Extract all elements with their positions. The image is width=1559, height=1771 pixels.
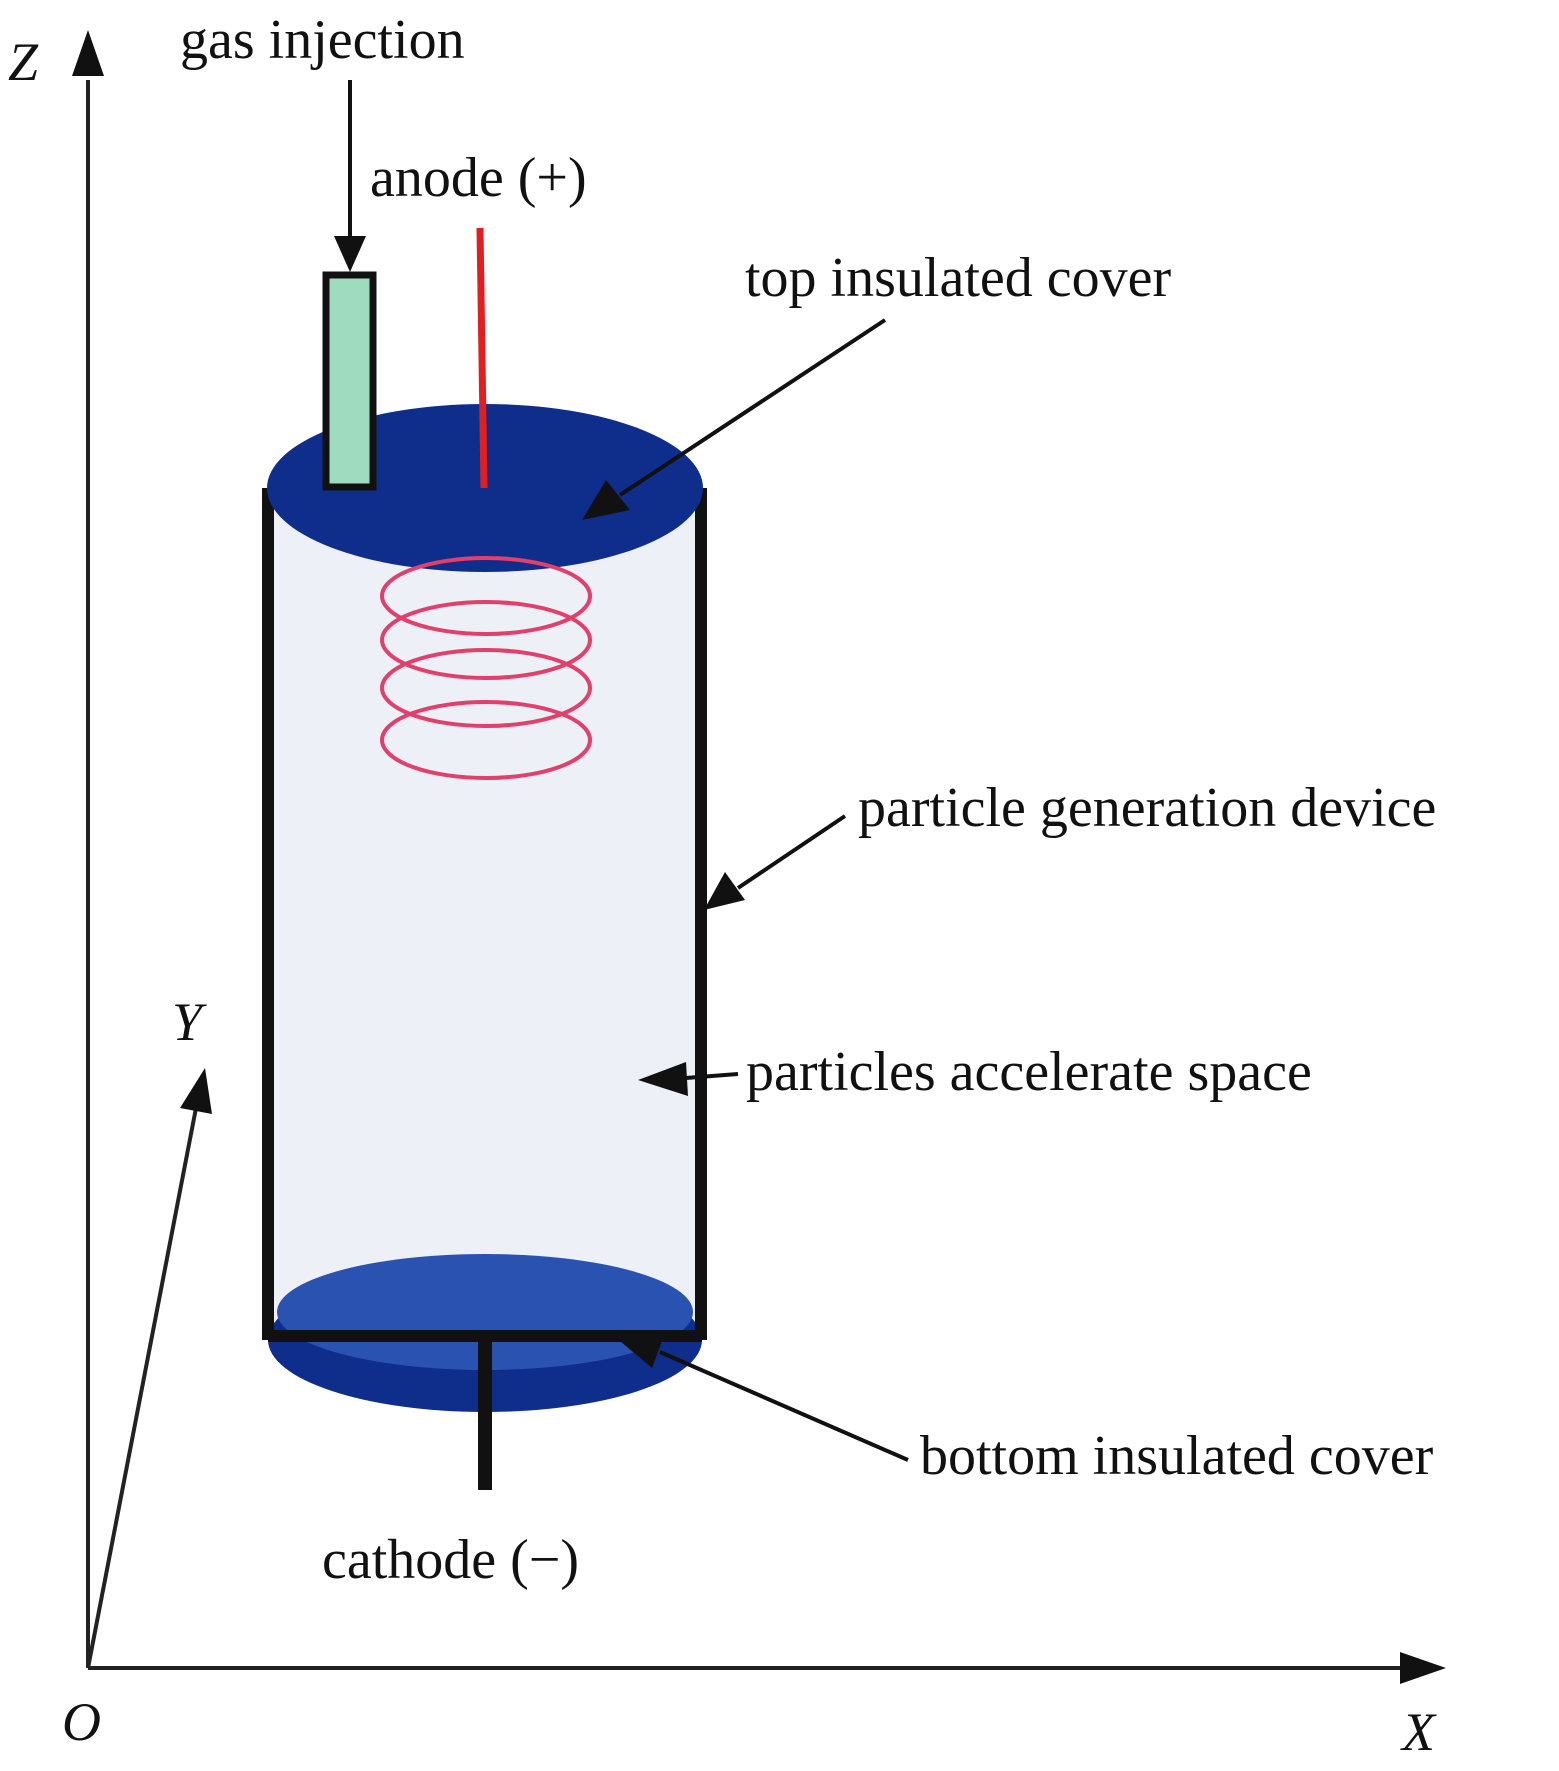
x-axis-arrowhead	[1400, 1652, 1446, 1684]
axes: Z Y O X	[8, 30, 1446, 1762]
y-axis-line	[86, 1107, 198, 1669]
z-axis-label: Z	[8, 32, 39, 92]
device-pointer-head	[704, 872, 745, 910]
y-axis-label: Y	[172, 992, 207, 1052]
x-axis-label: X	[1400, 1702, 1437, 1762]
anode-wire	[476, 227, 488, 489]
top-cover-pointer-head	[582, 480, 630, 520]
labels: gas injection anode (+) top insulated co…	[180, 9, 1436, 1591]
origin-label: O	[62, 1692, 101, 1752]
coil	[380, 556, 592, 780]
gas-injection-pointer-head	[334, 236, 366, 272]
pointers	[334, 80, 909, 1462]
cylinder-body	[268, 488, 701, 1338]
bottom-cover-pointer-head	[614, 1336, 664, 1368]
top-cover-label: top insulated cover	[745, 247, 1171, 309]
particle-device	[262, 227, 707, 1490]
device-pointer	[736, 814, 847, 890]
gas-injection-label: gas injection	[180, 9, 465, 71]
accel-space-pointer-head	[638, 1062, 688, 1096]
cathode-label: cathode (−)	[322, 1529, 579, 1591]
top-cover-pointer	[618, 318, 887, 497]
device-label: particle generation device	[858, 777, 1436, 839]
z-axis-arrowhead	[72, 30, 104, 76]
bottom-cover-pointer	[659, 1350, 909, 1462]
gas-injection-pipe	[322, 271, 377, 491]
accel-space-label: particles accelerate space	[746, 1041, 1312, 1103]
bottom-cover-label: bottom insulated cover	[920, 1425, 1434, 1487]
y-axis-arrowhead	[180, 1068, 212, 1114]
anode-label: anode (+)	[370, 147, 587, 209]
accel-space-pointer	[685, 1072, 739, 1080]
